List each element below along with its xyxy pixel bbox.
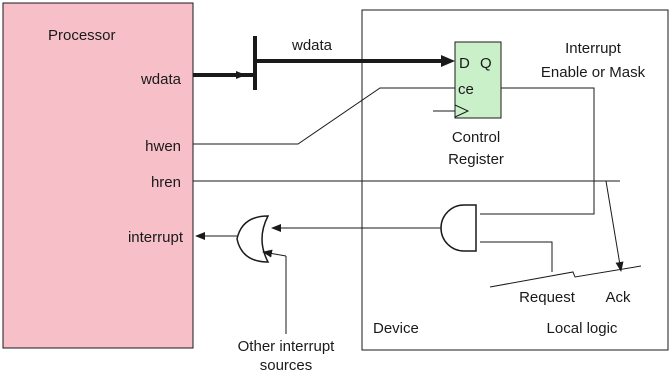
wdata-arrowhead bbox=[441, 55, 455, 67]
request-wire bbox=[480, 241, 553, 272]
ack-arrow-line bbox=[605, 180, 624, 272]
local-logic-line bbox=[489, 265, 642, 288]
port-wdata-label: wdata bbox=[140, 71, 182, 88]
register-clock-symbol bbox=[454, 104, 470, 118]
bus-label: wdata bbox=[291, 37, 333, 54]
control-register bbox=[454, 41, 502, 119]
other-sources-line1: Other interrupt bbox=[238, 338, 336, 355]
hwen-wire bbox=[193, 87, 455, 145]
mask-label-line2: Enable or Mask bbox=[541, 64, 646, 81]
device-block bbox=[361, 9, 669, 351]
and-gate bbox=[440, 204, 477, 252]
ack-label: Ack bbox=[605, 289, 631, 306]
port-interrupt-label: interrupt bbox=[128, 229, 184, 246]
other-sources-line2: sources bbox=[260, 357, 313, 374]
mask-wire bbox=[480, 87, 595, 215]
port-hwen-label: hwen bbox=[145, 138, 181, 155]
or-gate bbox=[236, 215, 270, 263]
local-logic-label: Local logic bbox=[547, 320, 618, 337]
register-ce-label: ce bbox=[458, 81, 474, 98]
register-q-label: Q bbox=[480, 55, 492, 72]
mask-label-line1: Interrupt bbox=[565, 40, 622, 57]
request-label: Request bbox=[519, 289, 576, 306]
port-hren-label: hren bbox=[151, 174, 181, 191]
device-label: Device bbox=[373, 320, 419, 337]
other-sources-arrow bbox=[262, 249, 287, 258]
register-caption-line1: Control bbox=[452, 129, 500, 146]
register-d-label: D bbox=[459, 55, 470, 72]
register-caption-line2: Register bbox=[448, 151, 504, 168]
processor-block bbox=[2, 2, 194, 349]
processor-title: Processor bbox=[48, 27, 116, 44]
